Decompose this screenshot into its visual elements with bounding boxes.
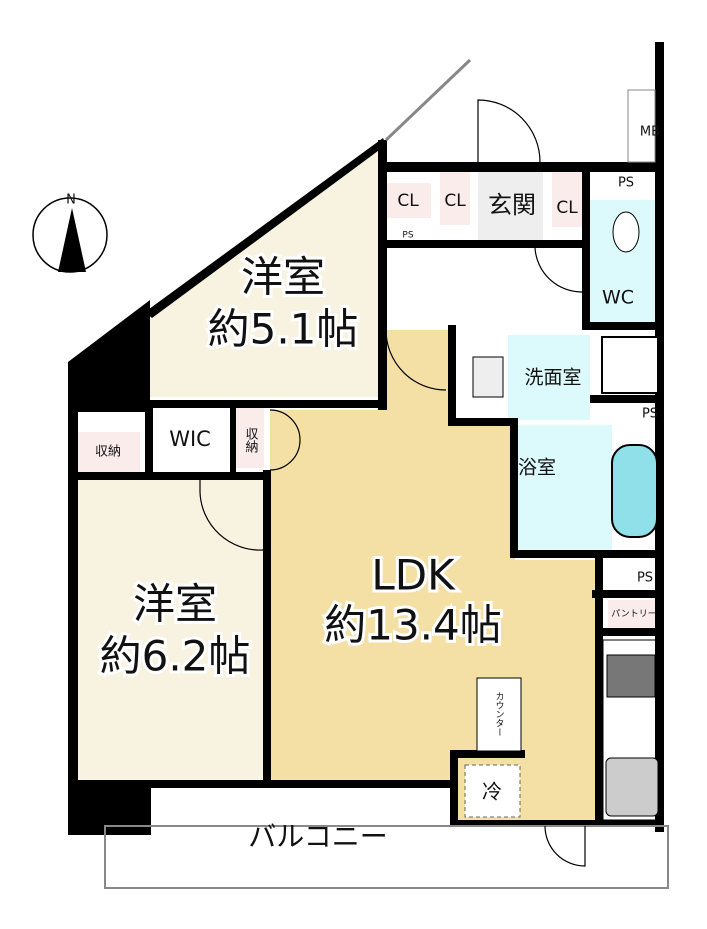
storage-left-label: 収納	[95, 445, 121, 460]
balcony-outline	[104, 825, 669, 889]
toilet-icon	[612, 211, 640, 253]
mb-box	[627, 89, 656, 163]
western-room-1-floor	[150, 145, 383, 397]
washroom-floor	[508, 335, 590, 420]
washing-machine-icon	[601, 336, 659, 394]
kitchen-sink-icon	[605, 757, 659, 817]
wic-label: WIC	[169, 427, 211, 451]
closet-1	[386, 183, 431, 218]
bath-floor	[517, 425, 612, 550]
ps-label-small: PS	[402, 231, 413, 241]
bath-label: 浴室	[518, 457, 556, 479]
entrance-floor	[478, 172, 543, 242]
wc-label: WC	[602, 287, 634, 309]
ps-label-wash: PS	[642, 407, 658, 422]
compass: N	[32, 193, 108, 273]
sink-icon	[472, 356, 504, 398]
pantry-floor	[608, 600, 662, 628]
room-size-western-1: 約5.1帖	[208, 305, 359, 354]
washroom-label: 洗面室	[524, 367, 581, 389]
storage-mid-label: 収納	[243, 427, 259, 454]
doors	[199, 99, 586, 867]
north-arrow-icon	[58, 208, 86, 272]
closet-label-1: CL	[397, 191, 419, 211]
western-room-2-floor	[78, 480, 266, 785]
counter-box	[476, 677, 522, 752]
entrance-label: 玄関	[488, 191, 536, 219]
fridge-label: 冷	[482, 780, 502, 804]
room-name-western-1: 洋室	[241, 253, 325, 302]
counter-label: カウンター	[494, 691, 505, 736]
diagonal-window	[384, 58, 472, 142]
compass-north-label: N	[66, 193, 76, 208]
room-size-ldk: 約13.4帖	[324, 601, 502, 650]
stove-icon	[606, 654, 656, 698]
balcony-label: バルコニー	[248, 820, 387, 853]
closet-label-3: CL	[556, 198, 578, 218]
mb-label: MB	[640, 125, 660, 140]
room-name-ldk: LDK	[371, 551, 456, 600]
closet-3	[552, 172, 582, 227]
storage-mid-floor	[236, 408, 264, 468]
closet-label-2: CL	[444, 191, 466, 211]
fridge-space	[464, 764, 521, 818]
walls	[68, 42, 664, 835]
bathtub-icon	[611, 444, 658, 538]
closet-2	[440, 172, 470, 225]
pantry-label: パントリー	[611, 609, 656, 620]
ps-label-top: PS	[618, 176, 634, 191]
room-size-western-2: 約6.2帖	[100, 632, 251, 681]
storage-left-floor	[78, 432, 140, 472]
ps-label-kitchen: PS	[637, 571, 653, 586]
room-name-western-2: 洋室	[133, 580, 217, 629]
